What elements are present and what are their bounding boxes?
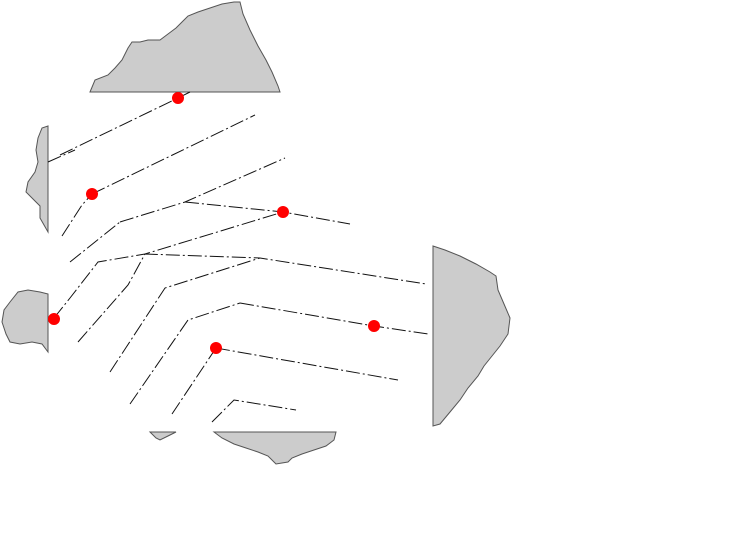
contour-line-5: [53, 211, 284, 319]
land-north: [89, 1, 281, 93]
contour-layer: [47, 91, 429, 423]
land-west-upper: [25, 125, 49, 234]
land-east: [432, 245, 511, 427]
station-marker-1[interactable]: [172, 92, 184, 104]
contour-line-8: [129, 302, 399, 405]
marker-layer[interactable]: [48, 92, 380, 354]
contour-line-1: [59, 91, 191, 156]
contour-line-6: [77, 253, 427, 343]
contour-line-2: [47, 114, 256, 195]
station-marker-3[interactable]: [277, 206, 289, 218]
station-marker-4[interactable]: [48, 313, 60, 325]
station-marker-5[interactable]: [368, 320, 380, 332]
land-west-lower: [1, 289, 49, 354]
land-south-west: [148, 431, 177, 441]
contour-line-9: [171, 347, 297, 423]
land-layer: [1, 1, 511, 465]
station-marker-6[interactable]: [210, 342, 222, 354]
station-marker-2[interactable]: [86, 188, 98, 200]
land-south: [212, 431, 337, 465]
